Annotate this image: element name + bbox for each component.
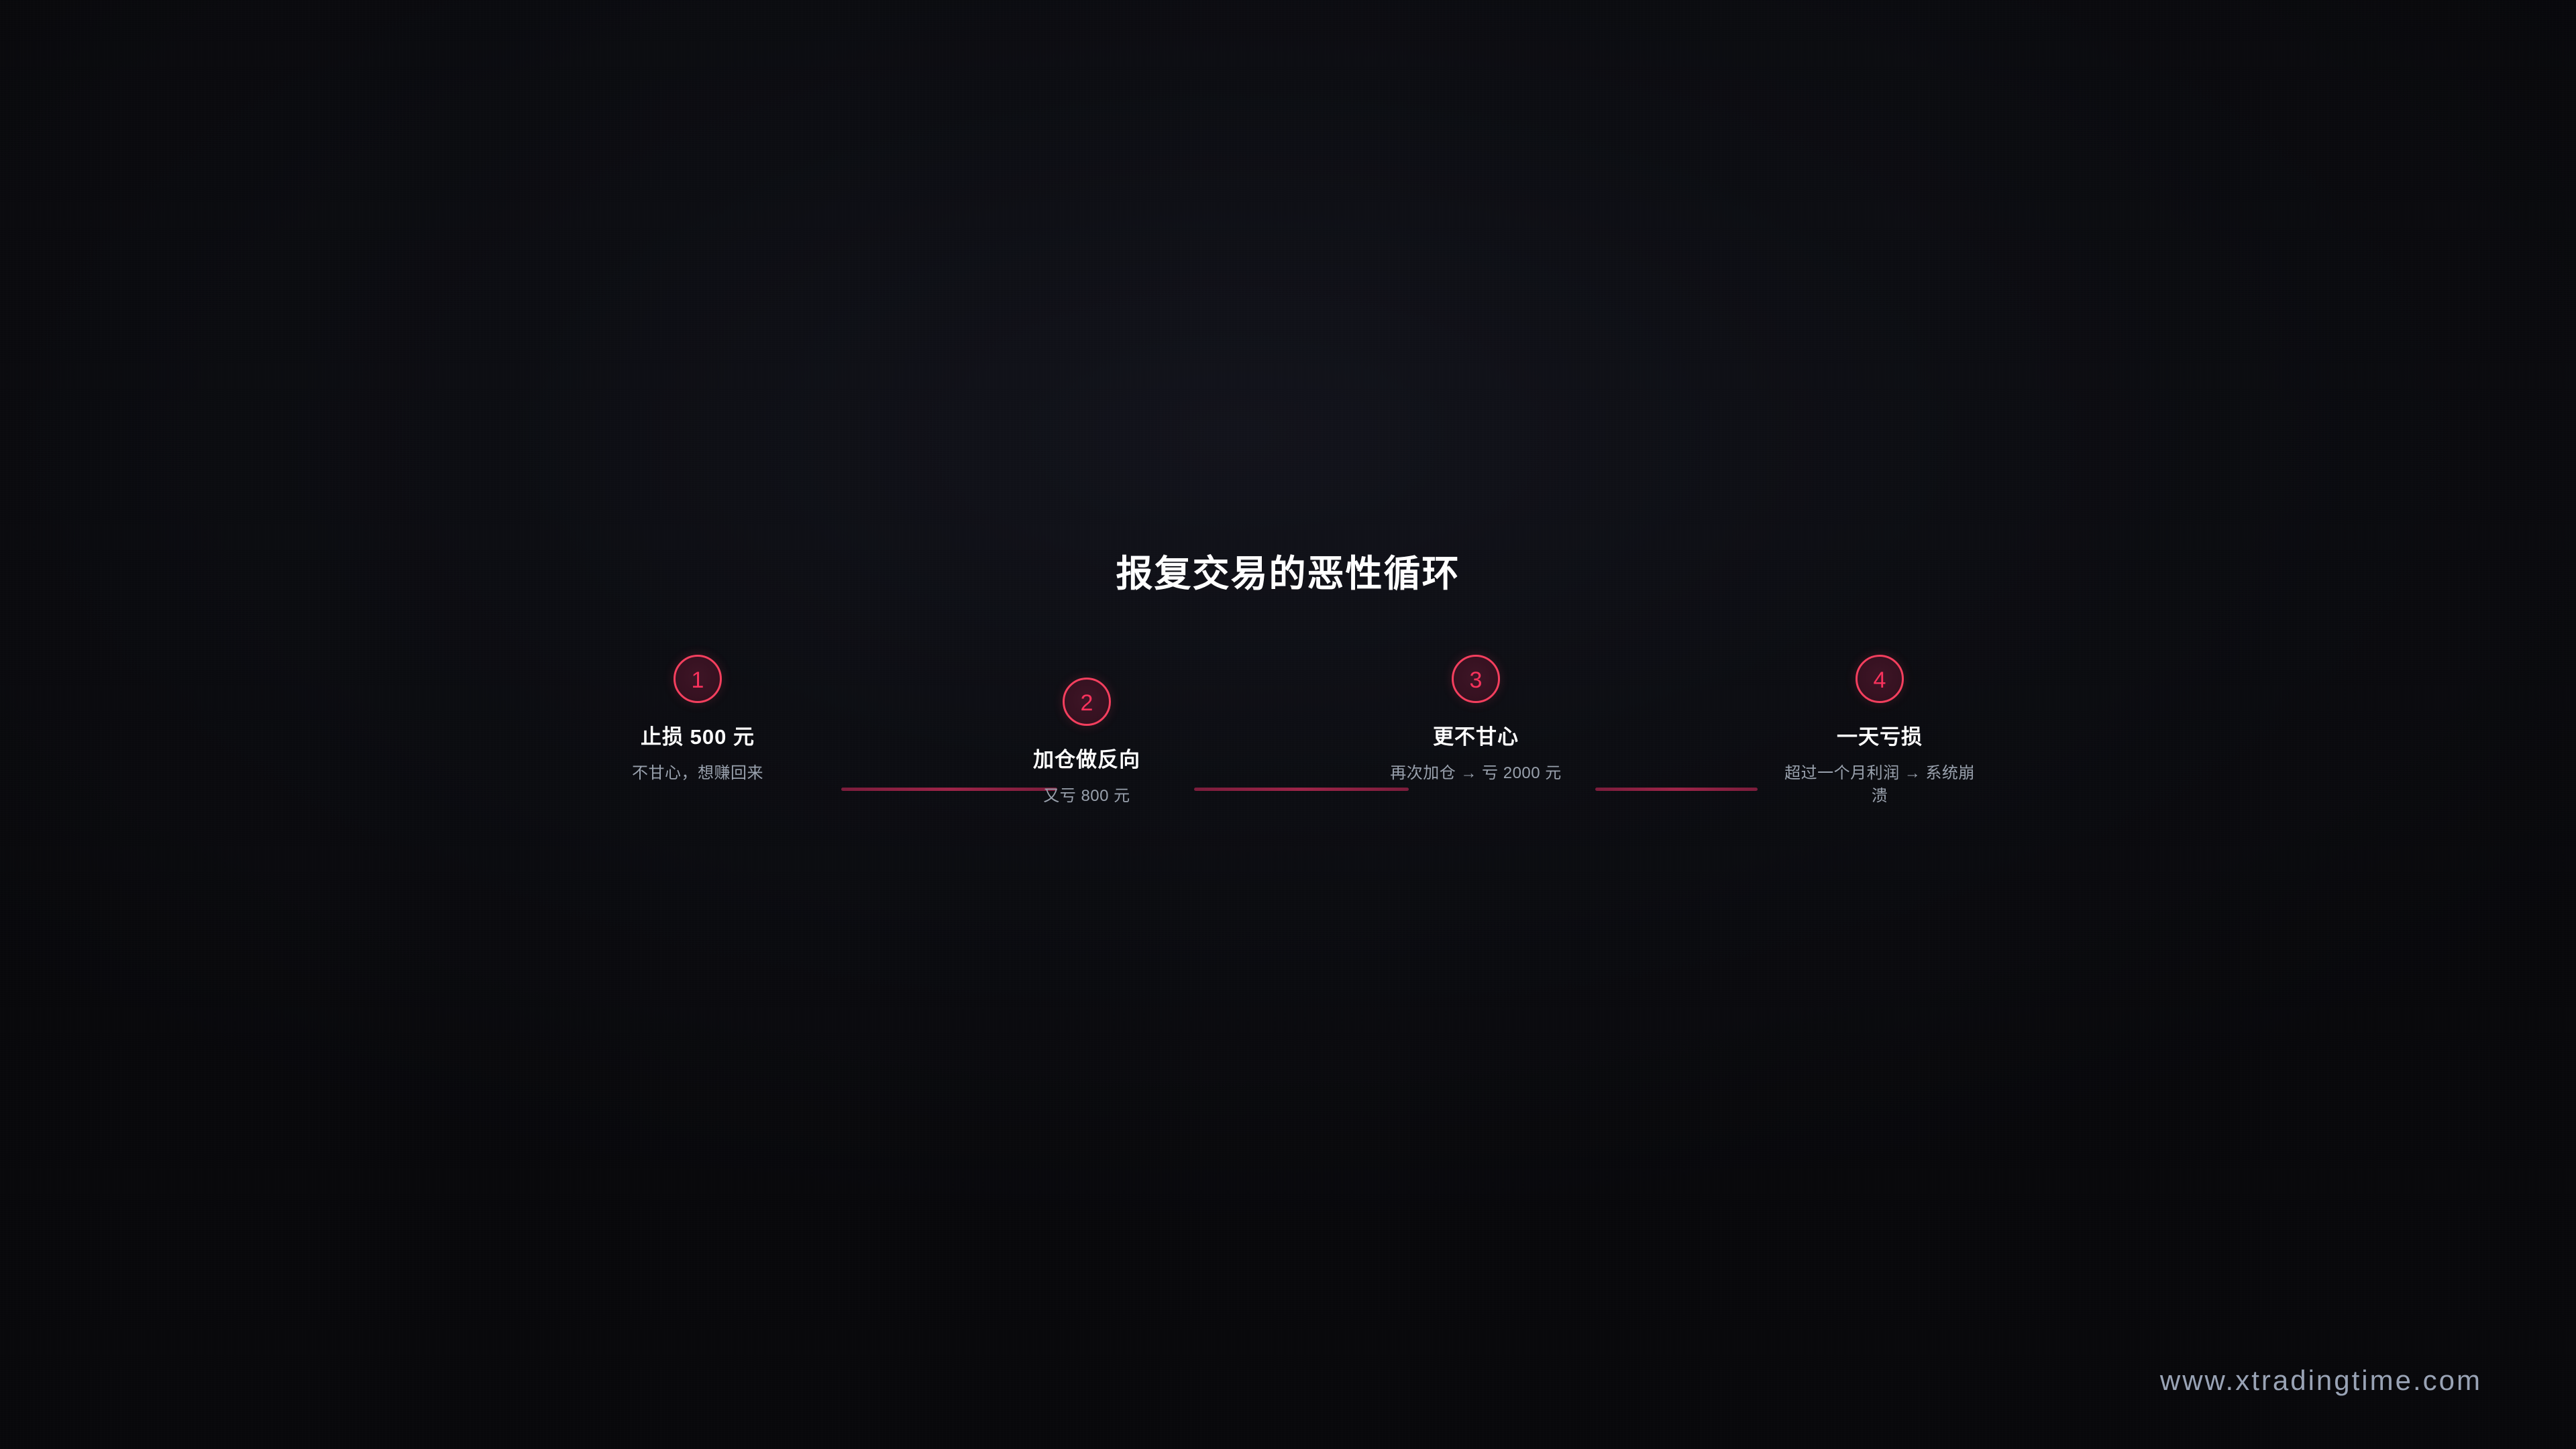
connector-line-2-3: [1194, 788, 1409, 791]
step-title: 更不甘心: [1433, 725, 1519, 749]
step-number-badge: 1: [674, 655, 722, 703]
flow-step-3[interactable]: 3 更不甘心 再次加仓 → 亏 2000 元: [1355, 655, 1597, 785]
step-number-badge: 2: [1063, 678, 1111, 726]
step-description: 不甘心，想赚回来: [632, 764, 763, 783]
step-description: 再次加仓 → 亏 2000 元: [1390, 764, 1562, 783]
flow-step-1[interactable]: 1 止损 500 元 不甘心，想赚回来: [577, 655, 818, 785]
flow-step-4[interactable]: 4 一天亏损 超过一个月利润 → 系统崩溃: [1759, 655, 2000, 808]
step-title: 止损 500 元: [641, 725, 755, 749]
flow-step-2[interactable]: 2 加仓做反向 又亏 800 元: [966, 678, 1208, 808]
step-number-badge: 4: [1856, 655, 1904, 703]
step-title: 加仓做反向: [1033, 748, 1140, 771]
site-url-watermark: www.xtradingtime.com: [2159, 1364, 2482, 1396]
step-number-badge: 3: [1452, 655, 1500, 703]
connector-line-1-2: [841, 788, 1057, 791]
step-description: 超过一个月利润 → 系统崩溃: [1784, 764, 1975, 806]
step-title: 一天亏损: [1837, 725, 1923, 749]
step-description: 又亏 800 元: [1043, 787, 1130, 806]
process-flow: 1 止损 500 元 不甘心，想赚回来 2 加仓做反向 又亏 800 元 3 更…: [510, 644, 2066, 926]
connector-line-3-4: [1595, 788, 1758, 791]
page-title: 报复交易的恶性循环: [1116, 552, 1460, 594]
